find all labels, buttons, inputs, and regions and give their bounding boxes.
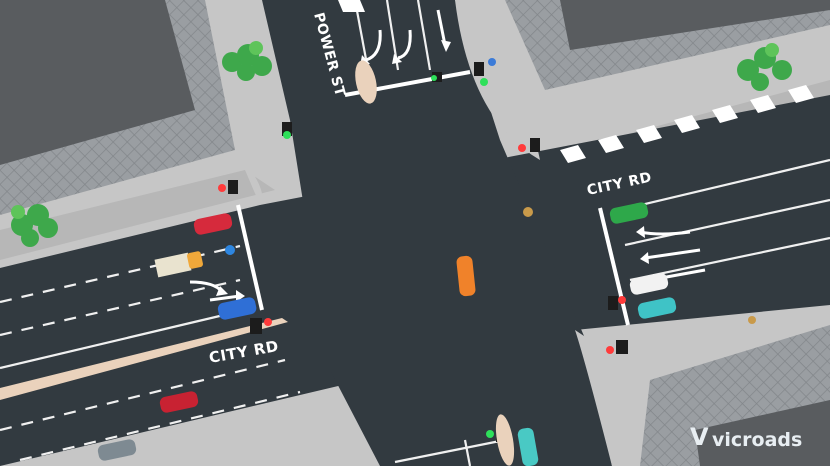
pedestrian-top-right — [523, 207, 533, 217]
cyclist — [225, 245, 235, 255]
vicroads-logo-text: vicroads — [712, 429, 802, 451]
tree-top-right — [737, 43, 792, 91]
car-teal-right — [637, 297, 677, 319]
truck-cab — [187, 251, 203, 269]
pedestrian-right — [748, 316, 756, 324]
building-top-right — [560, 0, 830, 50]
car-red-left-bottom — [159, 391, 199, 413]
building-bottom-right — [695, 400, 830, 466]
corner-top-left — [235, 150, 263, 205]
lane-markings-bottom — [394, 438, 506, 466]
car-red-left-top — [193, 213, 233, 235]
car-white-right — [629, 273, 669, 295]
stop-line-left — [236, 204, 264, 311]
corner-bottom-right — [575, 330, 650, 466]
car-teal-bottom — [517, 427, 539, 466]
tree-top-left — [222, 41, 272, 81]
stop-line-right — [598, 207, 630, 326]
zebra-power-st — [338, 0, 365, 12]
car-blue-left — [217, 297, 257, 320]
tree-left — [11, 204, 58, 247]
traffic-signals — [218, 62, 628, 442]
power-st-road — [262, 0, 612, 466]
truck-left — [154, 252, 192, 278]
median-strip — [0, 318, 288, 400]
pedestrian-top — [488, 58, 496, 66]
car-green-right — [609, 202, 649, 224]
footpath-bottom-left — [90, 410, 375, 466]
vehicles — [97, 58, 756, 466]
pedestrian-crossing-top-right — [560, 85, 814, 163]
car-orange — [456, 255, 476, 297]
lane-markings-right — [619, 158, 830, 282]
building-top-left — [0, 0, 195, 165]
vicroads-logo-mark: V — [690, 423, 709, 451]
traffic-island-power-st — [355, 60, 377, 104]
car-grey-left — [97, 439, 137, 461]
verge-left — [0, 170, 275, 260]
traffic-island-bottom — [495, 414, 515, 466]
solid-line-left — [0, 308, 246, 370]
corner-top-right — [455, 0, 540, 160]
vicroads-logo: V vicroads — [690, 423, 802, 451]
